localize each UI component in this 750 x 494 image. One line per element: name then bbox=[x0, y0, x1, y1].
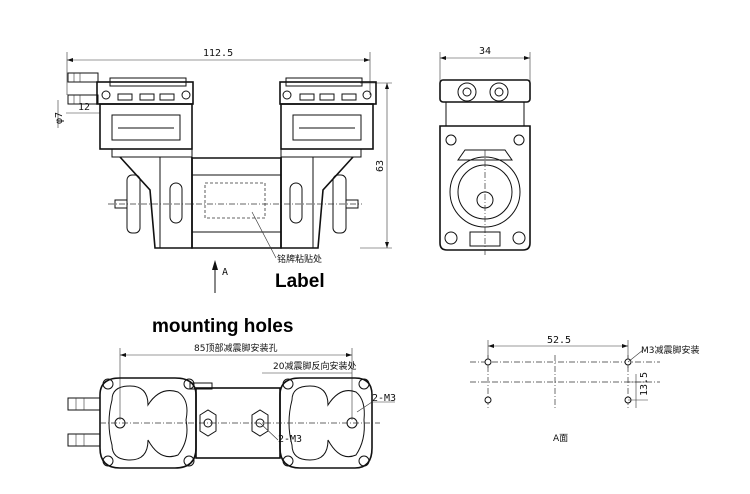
label-note: 铭牌粘贴处 bbox=[277, 253, 322, 265]
dim-vertical: 13.5 bbox=[639, 372, 650, 396]
dim-overall-width: 112.5 bbox=[203, 48, 233, 59]
bottom-view: mounting holes 85顶部减震脚安装孔 20减震脚反向安装处 bbox=[67, 316, 396, 469]
dim-top-holes: 85顶部减震脚安装孔 bbox=[194, 342, 277, 354]
view-a: 52.5 M3减震脚安装 13.5 A面 bbox=[470, 335, 700, 444]
dim-height: 63 bbox=[375, 160, 386, 172]
thread-callout-center: 2-M3 bbox=[278, 434, 302, 445]
label-text: Label bbox=[275, 271, 325, 292]
dim-side-width: 34 bbox=[479, 46, 491, 57]
side-view: 34 bbox=[439, 46, 531, 255]
mounting-holes-title: mounting holes bbox=[152, 316, 293, 337]
dim-spacing: 52.5 bbox=[547, 335, 571, 346]
thread-note: M3减震脚安装 bbox=[641, 344, 700, 356]
view-a-caption: A面 bbox=[553, 433, 568, 444]
dim-diameter: φ7 bbox=[54, 112, 65, 124]
dim-reverse-holes: 20减震脚反向安装处 bbox=[273, 360, 356, 372]
thread-callout-right: 2-M3 bbox=[372, 393, 396, 404]
top-view: 112.5 φ7 12 63 bbox=[54, 48, 392, 293]
dim-offset: 12 bbox=[78, 102, 90, 113]
view-arrow-label: A bbox=[222, 267, 228, 278]
